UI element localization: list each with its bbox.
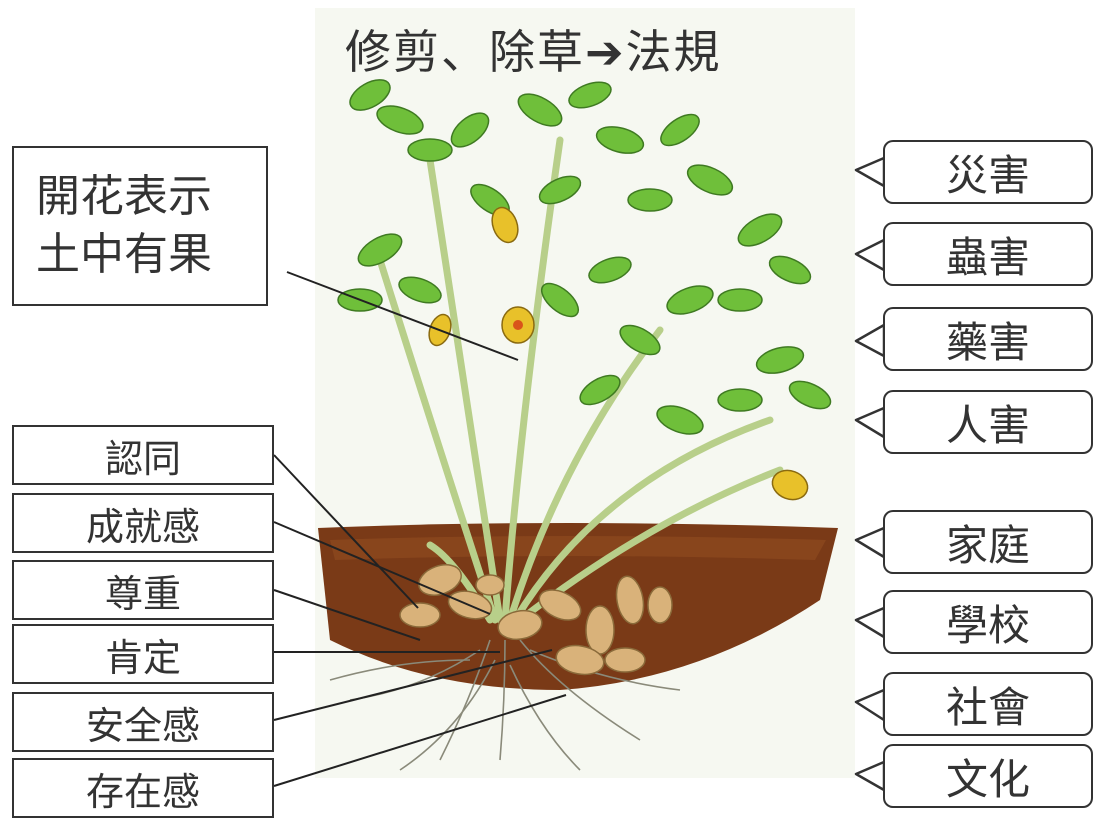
flower-note-box: 開花表示 土中有果 (12, 146, 268, 306)
root-label-recognition: 認同 (12, 425, 274, 485)
flower-note-line-1: 開花表示 (36, 168, 212, 226)
root-label-achievement: 成就感 (12, 493, 274, 553)
flower-note-line-2: 土中有果 (36, 226, 212, 284)
root-label-presence: 存在感 (12, 758, 274, 818)
env-label-culture: 文化 (883, 744, 1093, 808)
root-label-affirmation: 肯定 (12, 624, 274, 684)
callout-pointers (856, 158, 884, 790)
env-label-human: 人害 (883, 390, 1093, 454)
env-label-family: 家庭 (883, 510, 1093, 574)
env-label-insects: 蟲害 (883, 222, 1093, 286)
diagram-title: 修剪、除草➔法規 (345, 22, 765, 82)
root-label-security: 安全感 (12, 692, 274, 752)
root-label-respect: 尊重 (12, 560, 274, 620)
env-label-school: 學校 (883, 590, 1093, 654)
env-label-chemicals: 藥害 (883, 307, 1093, 371)
env-label-society: 社會 (883, 672, 1093, 736)
env-label-disaster: 災害 (883, 140, 1093, 204)
